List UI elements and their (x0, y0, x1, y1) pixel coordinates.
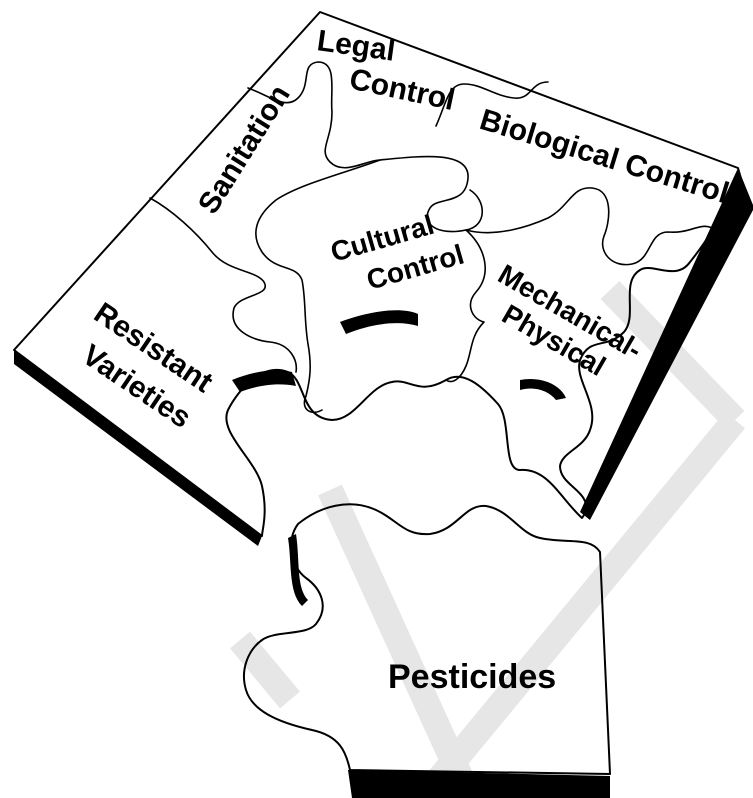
slot-shadow-left (232, 370, 296, 392)
watermark-stroke-2 (430, 420, 735, 790)
slot-shadow-mid (340, 310, 418, 334)
slot-shadow-right (520, 379, 566, 400)
watermark-stroke-3 (330, 490, 470, 798)
pesticides-label: Pesticides (388, 658, 556, 696)
legal-control-label-line2: Control (347, 63, 458, 117)
piece-labels: Legal Control Biological Control Sanitat… (76, 24, 733, 696)
sanitation-label: Sanitation (192, 79, 297, 219)
legal-control-label-line1: Legal (315, 24, 397, 68)
seam-biological-mechanical (466, 188, 712, 265)
watermark-stroke-4 (240, 640, 290, 700)
